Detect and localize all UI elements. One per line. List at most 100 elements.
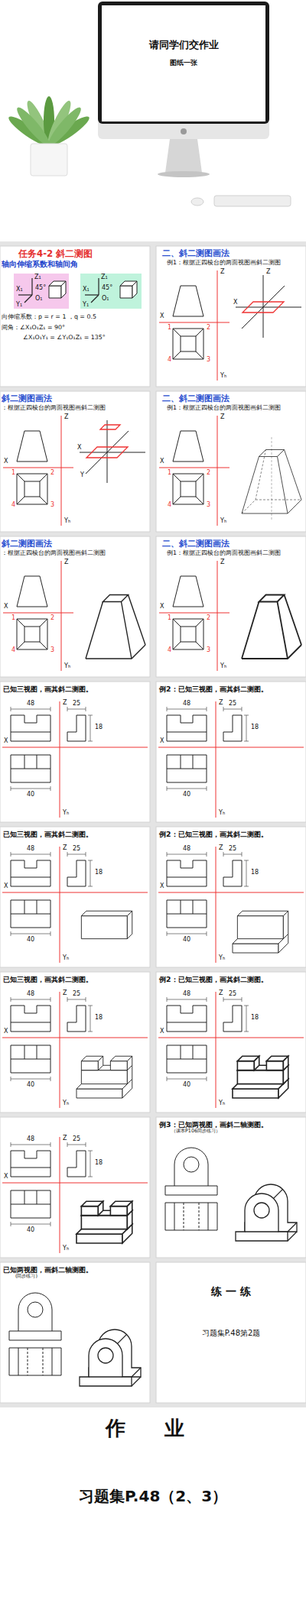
front-view	[166, 1006, 207, 1033]
drawing-label: 18	[94, 1015, 104, 1023]
drawing-label: 40	[182, 792, 192, 799]
drawing-label: Z	[265, 269, 271, 276]
drawing-label: Yₕ	[219, 373, 228, 380]
front-view	[16, 431, 48, 463]
top-view	[172, 619, 181, 628]
frustum-edge	[128, 595, 147, 647]
bearing-edge	[244, 1232, 279, 1234]
dimension-line	[90, 716, 92, 743]
dimension-line	[166, 932, 168, 938]
slide: 斜二测图画法：根据正四棱台的两面视图画斜二测图	[0, 391, 150, 533]
frustum-edge	[284, 595, 303, 647]
drawing-label: X	[3, 459, 9, 466]
dimension-line	[67, 998, 69, 1003]
dimension-line	[90, 861, 92, 888]
base-outline	[86, 447, 128, 459]
drawing-label: 25	[227, 846, 238, 853]
bearing-hole	[97, 1349, 114, 1365]
plant-pot	[30, 143, 68, 176]
frustum-edge	[241, 602, 260, 661]
drawing-label: 40	[26, 792, 36, 799]
slide-text: 间角：∠X₁O₁Z₁ = 90°	[1, 324, 150, 332]
dimension-line	[67, 855, 86, 857]
drawing-label: X	[159, 1029, 165, 1036]
dimension-line	[166, 1000, 207, 1002]
top-view	[195, 328, 204, 337]
frustum-edge	[284, 450, 303, 502]
drawing-label: 45°	[34, 285, 47, 292]
block-face	[266, 1062, 284, 1072]
front-view	[172, 576, 204, 608]
drawing-label: Z	[61, 846, 68, 853]
drawing-label: Y	[79, 472, 85, 479]
plant-leaf	[13, 104, 53, 149]
slide-panel	[156, 537, 306, 678]
top-view	[10, 901, 51, 929]
drawing-label: X₁	[15, 286, 24, 293]
front-view	[10, 716, 51, 743]
projection-axis	[59, 1138, 61, 1255]
slide-panel	[156, 1263, 306, 1405]
dimension-line	[50, 707, 52, 713]
drawing-label: Yₕ	[61, 956, 70, 963]
drawing-label: Z	[61, 991, 68, 998]
drawing-label: Yₕ	[218, 810, 226, 818]
slide-title: 斜二测图画法	[1, 539, 150, 550]
bearing-edge	[273, 1190, 284, 1200]
drawing-label: 1	[166, 615, 173, 622]
drawing-label: 48	[26, 992, 36, 999]
projection-axis	[159, 468, 230, 469]
block-face	[237, 917, 284, 941]
drawing-label: Z₁	[100, 274, 109, 281]
drawing-label: Yₕ	[219, 518, 228, 525]
drawing-label: 2	[49, 615, 56, 622]
drawing-label: Yₕ	[218, 956, 226, 963]
frustum-edge	[121, 602, 133, 661]
drawing-label: 40	[26, 1228, 36, 1235]
monitor-screen-area	[101, 5, 266, 122]
drawing-label: X	[159, 604, 165, 611]
top-view	[195, 497, 204, 505]
base-outline	[242, 302, 284, 313]
slide-title: 二、斜二测图画法	[162, 539, 306, 550]
frustum-edge	[241, 500, 302, 515]
slide: 例3：已知两视图，画斜二轴测图。（课本P106同步练习）	[156, 1118, 306, 1260]
drawing-stroke	[97, 278, 99, 296]
slide-panel	[0, 1263, 150, 1405]
front-view	[10, 1168, 51, 1170]
drawing-label: 1	[10, 615, 17, 622]
dimension-line	[85, 852, 87, 858]
block-face	[81, 1217, 127, 1231]
dimension-line	[223, 709, 242, 711]
grid-ground	[0, 241, 306, 1410]
front-view	[10, 1023, 51, 1025]
dimension-line	[10, 1143, 12, 1149]
top-view	[36, 1191, 38, 1206]
slide-text: ：根据正四棱台的两面视图画斜二测图	[1, 404, 150, 412]
front-view	[165, 1149, 218, 1197]
frustum-edge	[85, 602, 104, 661]
front-view	[10, 1152, 51, 1179]
top-view	[16, 619, 25, 628]
drawing-label: 48	[26, 701, 36, 708]
projection-axis	[59, 992, 61, 1110]
cube	[48, 286, 62, 299]
block-face	[110, 1062, 127, 1072]
front-view	[166, 861, 207, 888]
top-view	[10, 769, 51, 771]
drawing-label: 4	[166, 357, 173, 364]
dimension-line	[206, 852, 208, 858]
axis-panel	[13, 273, 69, 310]
drawing-label: 25	[71, 1137, 82, 1144]
dimension-line	[85, 998, 87, 1003]
dimension-line	[166, 855, 207, 857]
top-view	[24, 1191, 26, 1206]
monitor-bezel	[97, 1, 270, 124]
dimension-line	[206, 787, 208, 792]
drawing-label: X	[159, 313, 165, 320]
dimension-line	[50, 1143, 52, 1149]
drawing-label: 25	[227, 992, 238, 999]
projection-axis	[2, 1038, 148, 1040]
dimension-line	[67, 707, 69, 713]
slide: 任务4-2 斜二测图轴向伸缩系数和轴间角向伸缩系数：p = r = 1 ，q =…	[0, 246, 150, 388]
